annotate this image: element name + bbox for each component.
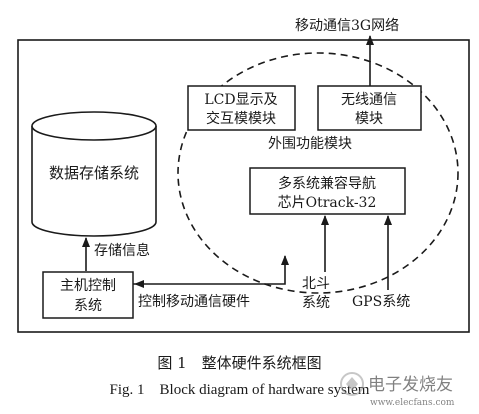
watermark-url: www.elecfans.com	[370, 398, 455, 408]
outer-frame	[17, 39, 470, 333]
lcd-module: LCD显示及 交互模模块	[187, 85, 296, 131]
main-control-module: 主机控制 系统	[42, 271, 134, 319]
wireless-module: 无线通信 模块	[317, 85, 422, 131]
beidou-line1: 北斗	[302, 276, 330, 292]
gps-label: GPS系统	[352, 294, 410, 310]
beidou-line2: 系统	[302, 295, 330, 311]
watermark-text: 电子发烧友	[368, 375, 453, 395]
control-link-line	[133, 255, 289, 285]
watermark-logo: 电子发烧友 www.elecfans.com	[340, 372, 455, 408]
main-control-line1: 主机控制	[60, 278, 116, 294]
database-label: 数据存储系统	[49, 164, 139, 182]
peripheral-ellipse	[177, 52, 459, 294]
database-cylinder: 数据存储系统	[31, 111, 157, 237]
control-link-arrowhead-left	[134, 280, 144, 288]
nav-chip-line2: 芯片Otrack-32	[278, 195, 377, 211]
watermark-icon	[340, 372, 364, 396]
wireless-line2: 模块	[355, 111, 383, 127]
peripheral-label: 外围功能模块	[268, 136, 352, 152]
nav-chip-module: 多系统兼容导航 芯片Otrack-32	[249, 167, 406, 215]
lcd-line1: LCD显示及	[204, 92, 277, 108]
figure-caption-en: Fig. 1 Block diagram of hardware system	[109, 382, 370, 398]
top-network-label: 移动通信3G网络	[295, 18, 399, 34]
control-label: 控制移动通信硬件	[138, 294, 250, 310]
nav-chip-line1: 多系统兼容导航	[278, 175, 376, 192]
lcd-line2: 交互模模块	[206, 110, 276, 127]
storage-label: 存储信息	[94, 242, 150, 259]
figure-caption-zh: 图 1 整体硬件系统框图	[157, 354, 322, 372]
wireless-line1: 无线通信	[341, 92, 397, 108]
main-control-line2: 系统	[74, 298, 102, 314]
